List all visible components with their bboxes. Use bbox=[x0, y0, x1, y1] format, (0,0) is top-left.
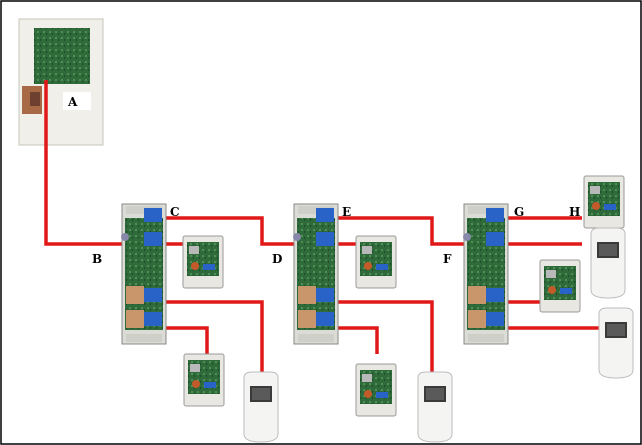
lcd-keypad bbox=[598, 307, 634, 379]
proximity-reader bbox=[539, 259, 581, 313]
label-e: E bbox=[342, 205, 351, 219]
lcd-keypad bbox=[243, 371, 279, 443]
label-h: H bbox=[569, 205, 580, 219]
label-f: F bbox=[443, 252, 452, 266]
expander-board bbox=[292, 203, 339, 345]
lcd-keypad bbox=[417, 371, 453, 443]
proximity-reader bbox=[355, 363, 397, 417]
label-g: G bbox=[514, 205, 524, 219]
proximity-reader bbox=[583, 175, 625, 229]
expander-board bbox=[462, 203, 509, 345]
label-d: D bbox=[272, 252, 282, 266]
expander-board bbox=[120, 203, 167, 345]
control-panel-enclosure bbox=[18, 18, 104, 146]
label-b: B bbox=[92, 252, 102, 266]
label-c: C bbox=[170, 205, 180, 219]
label-a: A bbox=[67, 95, 78, 109]
lcd-keypad bbox=[590, 227, 626, 299]
proximity-reader bbox=[355, 235, 397, 289]
proximity-reader bbox=[182, 235, 224, 289]
proximity-reader bbox=[183, 353, 225, 407]
